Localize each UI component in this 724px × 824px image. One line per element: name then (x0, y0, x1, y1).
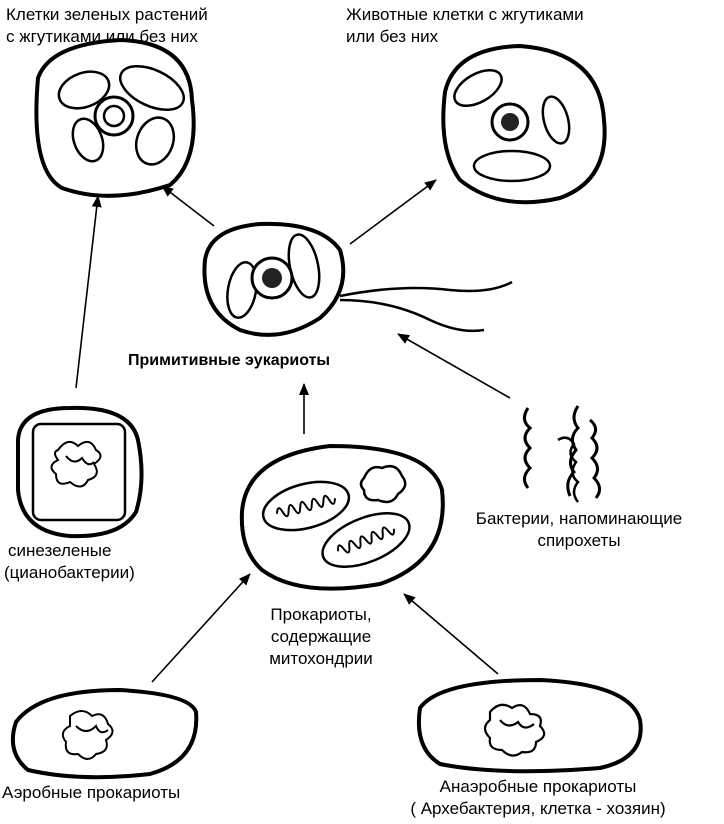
label-line: спирохеты (537, 531, 621, 550)
green-plant-cell (34, 37, 196, 198)
arrow-eukaryote-to-animal (349, 179, 437, 245)
aerobic-prokaryote-cell (11, 687, 199, 780)
primitive-eukaryote-cell (202, 221, 513, 337)
label-spirochetes: Бактерии, напоминающие спирохеты (438, 508, 720, 552)
arrow-cyanobacteria-to-plant (75, 195, 102, 389)
label-animal-cells: Животные клетки с жгутиками или без них (346, 4, 584, 48)
mito-prokaryote-cell (239, 443, 445, 591)
label-primitive-eukaryotes: Примитивные эукариоты (128, 350, 330, 372)
arrows (75, 179, 511, 683)
mitochondrion (453, 68, 503, 108)
label-line: Примитивные эукариоты (128, 352, 331, 369)
label-aerobic: Аэробные прокариоты (2, 782, 180, 804)
mitochondrion (472, 149, 552, 183)
label-mito-prokaryotes: Прокариоты, содержащие митохондрии (236, 604, 406, 670)
arrow-spirochetes-to-eukaryote (397, 333, 511, 399)
label-green-plants: Клетки зеленых растений с жгутиками или … (6, 4, 208, 48)
arrow-aerobic-to-mitoprokaryote (151, 573, 251, 683)
label-line: Анаэробные прокариоты (439, 777, 637, 796)
label-line: содержащие (270, 627, 372, 646)
label-line: синезеленые (8, 541, 112, 560)
arrow-anaerobic-to-mitoprokaryote (403, 593, 499, 675)
mitochondrion (541, 95, 571, 145)
label-line: Аэробные прокариоты (2, 783, 181, 802)
cyanobacteria-cell (16, 405, 144, 539)
label-line: Животные клетки с жгутиками (346, 5, 584, 24)
label-line: митохондрии (269, 649, 373, 668)
label-line: или без них (346, 27, 439, 46)
chloroplast (57, 70, 111, 110)
anaerobic-prokaryote-cell (416, 677, 643, 774)
label-line: Бактерии, напоминающие (475, 509, 683, 528)
label-line: Клетки зеленых растений (6, 5, 208, 24)
label-anaerobic: Анаэробные прокариоты ( Архебактерия, кл… (356, 776, 720, 820)
spirochete-bacteria (523, 405, 601, 503)
nucleoid (359, 465, 407, 504)
mitochondrion (119, 65, 185, 111)
chloroplast (134, 116, 176, 166)
mitochondrion (226, 261, 258, 319)
mitochondrion (71, 117, 105, 163)
label-line: (цианобактерии) (4, 563, 135, 582)
flagellum (339, 298, 485, 333)
label-line: с жгутиками или без них (6, 27, 198, 46)
label-cyanobacteria: синезеленые (цианобактерии) (4, 540, 135, 584)
flagellum (339, 280, 513, 298)
label-line: Прокариоты, (270, 605, 372, 624)
arrow-eukaryote-to-plant (161, 185, 215, 227)
label-line: ( Архебактерия, клетка - хозяин) (410, 799, 666, 818)
animal-cell (441, 43, 607, 205)
